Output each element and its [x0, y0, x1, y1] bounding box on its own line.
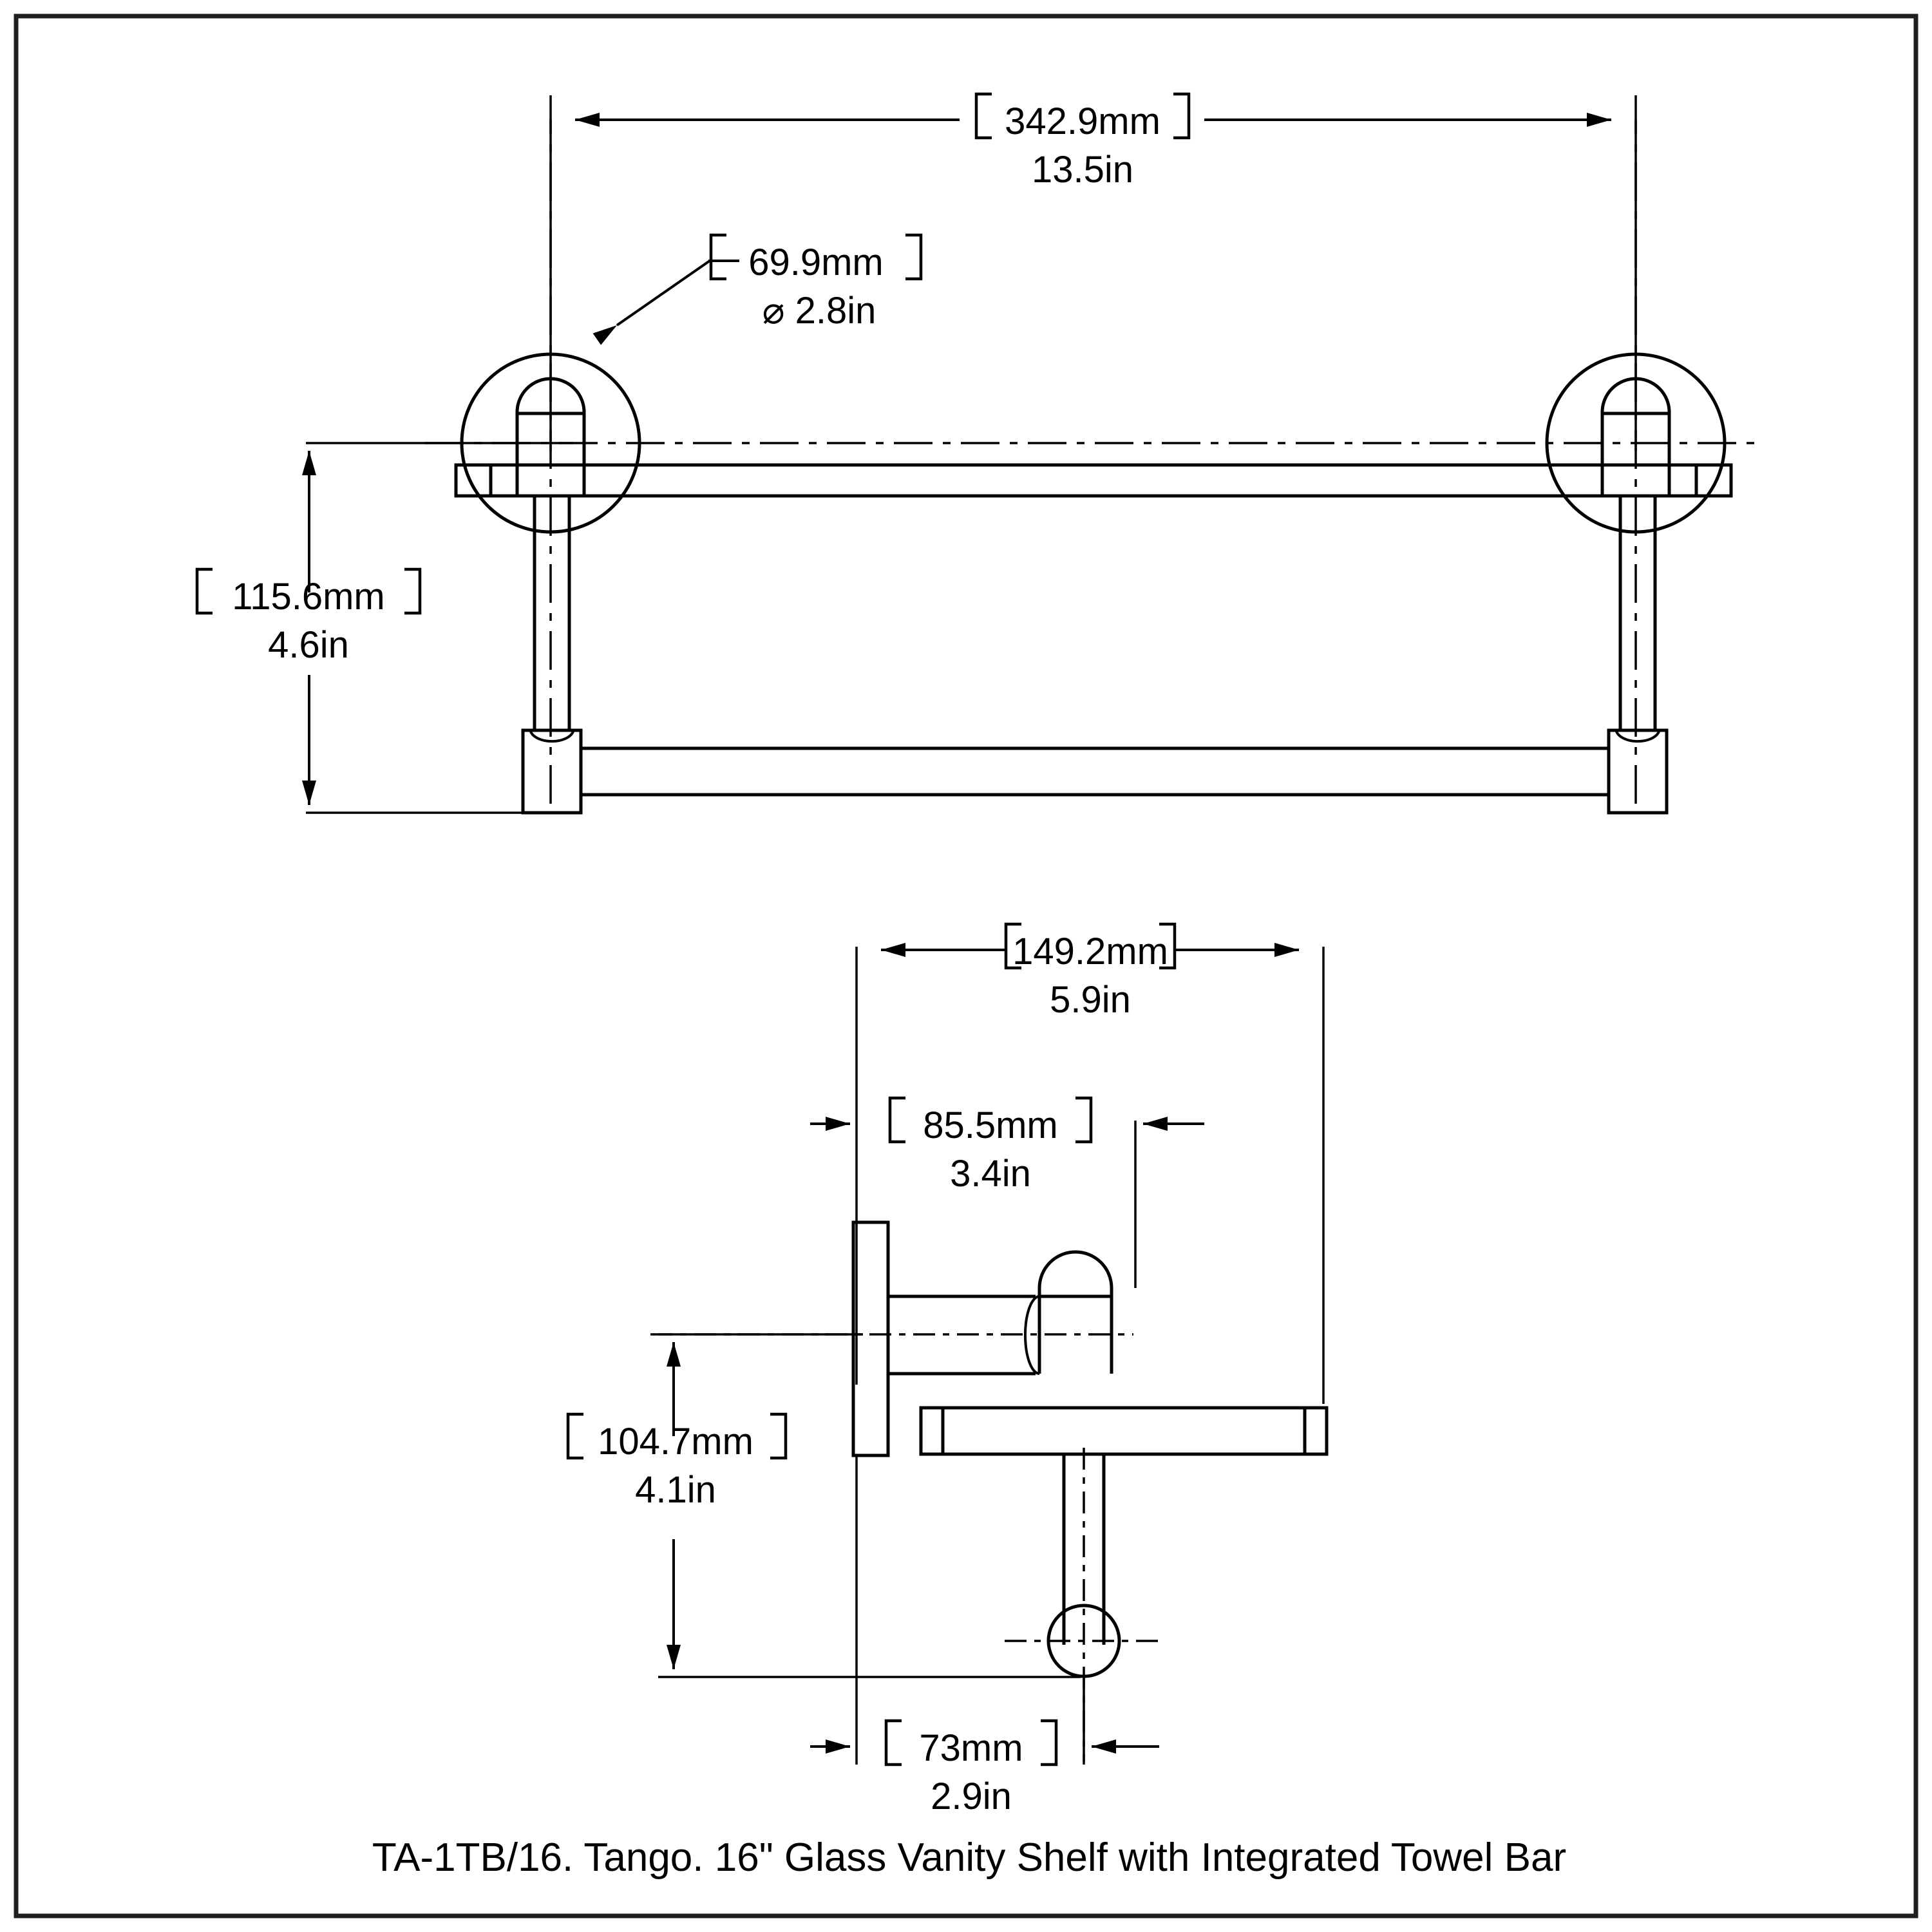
dim-shelf-depth-mm-label: 85.5mm	[923, 1104, 1058, 1146]
dim-side-shelf-depth: 85.5mm 3.4in	[810, 1096, 1204, 1288]
side-shelf-plate	[919, 1406, 1329, 1456]
dim-front-overall-width: 342.9mm 13.5in	[549, 92, 1637, 451]
dim-diameter-in-label: ⌀ 2.8in	[762, 290, 876, 332]
right-collar-top-curve	[1615, 731, 1660, 743]
dim-depth-mm-label: 149.2mm	[1012, 931, 1168, 972]
dim-height-bracket-close	[404, 567, 422, 615]
dim-side-height-mm-label: 104.7mm	[598, 1421, 753, 1463]
dim-bar-offset-in-label: 2.9in	[931, 1776, 1012, 1817]
right-collar-block	[1607, 728, 1669, 815]
dim-flange-diameter: 69.9mm ⌀ 2.8in	[592, 233, 923, 345]
side-bracket-body	[1037, 1250, 1113, 1374]
dim-height-bracket-open	[195, 567, 213, 615]
dim-depth-bracket-close	[1159, 922, 1177, 970]
glass-shelf-plate	[454, 463, 1733, 498]
side-wall-plate	[851, 1220, 890, 1457]
dim-depth-in-label: 5.9in	[1050, 979, 1131, 1021]
dim-height-in-label: 4.6in	[268, 624, 349, 666]
left-collar-top-curve	[529, 731, 574, 743]
dim-width-in-label: 13.5in	[1032, 149, 1133, 191]
dim-diameter-mm-label: 69.9mm	[748, 242, 884, 283]
dim-diameter-bracket-open	[709, 233, 726, 281]
dim-bar-offset-bracket-close	[1041, 1719, 1058, 1766]
dim-bar-offset-bracket-open	[884, 1719, 902, 1766]
shelf-plate-outline	[454, 463, 1733, 498]
dim-depth-bracket-open	[1004, 922, 1021, 970]
dim-diameter-leader-line	[592, 260, 711, 345]
side-section-view: 149.2mm 5.9in 85.5mm 3.4in 104.7mm 4.1in	[566, 922, 1329, 1817]
side-bracket-inner-curve	[1024, 1295, 1040, 1375]
dim-shelf-depth-in-label: 3.4in	[950, 1153, 1031, 1195]
dim-shelf-depth-bracket-open	[888, 1096, 905, 1144]
dim-height-mm-label: 115.6mm	[232, 576, 384, 618]
drawing-title-caption: TA-1TB/16. Tango. 16" Glass Vanity Shelf…	[372, 1835, 1566, 1880]
dim-diameter-bracket-close	[905, 233, 923, 281]
dim-shelf-depth-bracket-close	[1075, 1096, 1093, 1144]
towel-bar	[581, 746, 1609, 797]
dim-width-mm-label: 342.9mm	[1005, 100, 1160, 142]
left-collar-block	[521, 728, 583, 815]
sheet-border	[14, 14, 1918, 1918]
dim-width-bracket-open	[974, 92, 992, 140]
dim-bar-offset-mm-label: 73mm	[919, 1727, 1023, 1769]
dim-front-overall-height: 115.6mm 4.6in	[195, 442, 573, 814]
dim-width-bracket-close	[1173, 92, 1191, 140]
dim-side-overall-height: 104.7mm 4.1in	[566, 1333, 1081, 1678]
dim-side-height-bracket-open	[566, 1412, 583, 1460]
dim-side-bar-offset: 73mm 2.9in	[810, 1457, 1159, 1817]
dim-side-height-bracket-close	[770, 1412, 788, 1460]
dim-side-height-in-label: 4.1in	[635, 1469, 716, 1511]
dim-side-overall-depth: 149.2mm 5.9in	[855, 922, 1325, 1404]
front-elevation-view: 342.9mm 13.5in 69.9mm ⌀ 2.8in 115.6mm	[195, 92, 1765, 815]
